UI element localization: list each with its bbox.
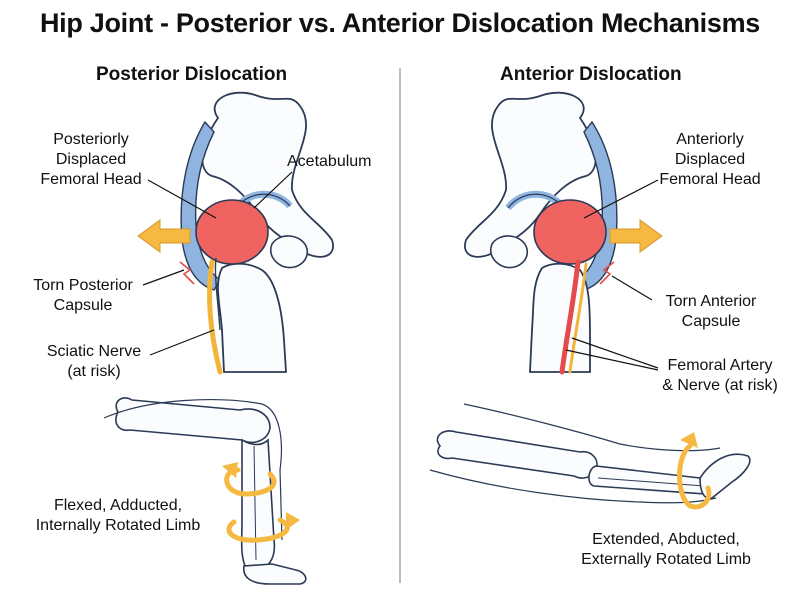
anterior-femur-shaft <box>529 262 591 373</box>
anterior-panel-title: Anterior Dislocation <box>500 64 682 85</box>
label-line: Externally Rotated Limb <box>581 551 751 568</box>
label-line: Femoral Head <box>659 171 761 188</box>
label-line: (at risk) <box>67 363 121 380</box>
label-line: Capsule <box>53 297 113 314</box>
posterior-sciatic-nerve <box>207 259 223 375</box>
label-line: Flexed, Adducted, <box>53 497 183 514</box>
label-line: Posteriorly <box>53 131 129 148</box>
anterior-hip-joint <box>464 91 663 375</box>
anterior-pelvis-bone <box>464 91 597 258</box>
rotation-arrow-icon <box>677 443 712 510</box>
label-line: Internally Rotated Limb <box>35 517 201 534</box>
anterior-extended-leg <box>429 403 751 510</box>
label-line: Sciatic Nerve <box>46 343 142 360</box>
panel-divider <box>399 68 401 583</box>
anterior-foot <box>699 453 751 500</box>
anterior-femoral-nerve <box>568 262 588 374</box>
label-posterior-limb-position: Flexed, Adducted, Internally Rotated Lim… <box>18 496 218 536</box>
posterior-foot <box>243 563 307 585</box>
label-femoral-artery-nerve: Femoral Artery & Nerve (at risk) <box>650 356 790 396</box>
label-line: Acetabulum <box>287 153 372 170</box>
label-anterior-femoral-head: Anteriorly Displaced Femoral Head <box>650 130 770 190</box>
label-anterior-capsule: Torn Anterior Capsule <box>652 292 770 332</box>
label-line: Torn Anterior <box>665 293 757 310</box>
label-anterior-limb-position: Extended, Abducted, Externally Rotated L… <box>566 530 766 570</box>
anterior-ischium <box>489 235 529 269</box>
posterior-flexed-leg <box>103 397 307 585</box>
posterior-shin-bone <box>240 438 276 569</box>
label-line: Femoral Artery <box>667 357 773 374</box>
arrow-right-icon <box>609 219 663 253</box>
posterior-femoral-head <box>195 199 269 265</box>
label-line: Displaced <box>674 151 746 168</box>
label-line: Displaced <box>55 151 127 168</box>
posterior-ischium <box>269 235 309 269</box>
posterior-thigh-bone <box>115 397 271 444</box>
label-line: Femoral Head <box>40 171 142 188</box>
anterior-femoral-artery <box>559 259 581 375</box>
label-line: Anteriorly <box>676 131 744 148</box>
label-line: & Nerve (at risk) <box>662 377 778 394</box>
label-line: Capsule <box>681 313 741 330</box>
posterior-pelvis-bone <box>201 91 334 258</box>
posterior-panel-title: Posterior Dislocation <box>96 64 288 85</box>
rotation-arrow-icon <box>224 467 277 497</box>
anterior-shin-bone <box>588 465 712 495</box>
arrow-left-icon <box>137 219 191 253</box>
anterior-thigh-bone <box>436 430 598 479</box>
page-title: Hip Joint - Posterior vs. Anterior Dislo… <box>39 8 761 38</box>
anterior-capsule-tear <box>599 261 615 285</box>
label-posterior-femoral-head: Posteriorly Displaced Femoral Head <box>32 130 150 190</box>
label-acetabulum: Acetabulum <box>287 152 372 172</box>
label-sciatic-nerve: Sciatic Nerve (at risk) <box>36 342 152 382</box>
label-line: Torn Posterior <box>33 277 133 294</box>
posterior-capsule-tear <box>179 261 195 285</box>
posterior-hip-joint <box>137 91 334 375</box>
posterior-capsule <box>180 120 221 291</box>
label-line: Extended, Abducted, <box>592 531 740 548</box>
posterior-femur-shaft <box>217 262 287 373</box>
label-posterior-capsule: Torn Posterior Capsule <box>20 276 146 316</box>
anterior-femoral-head <box>533 199 607 265</box>
